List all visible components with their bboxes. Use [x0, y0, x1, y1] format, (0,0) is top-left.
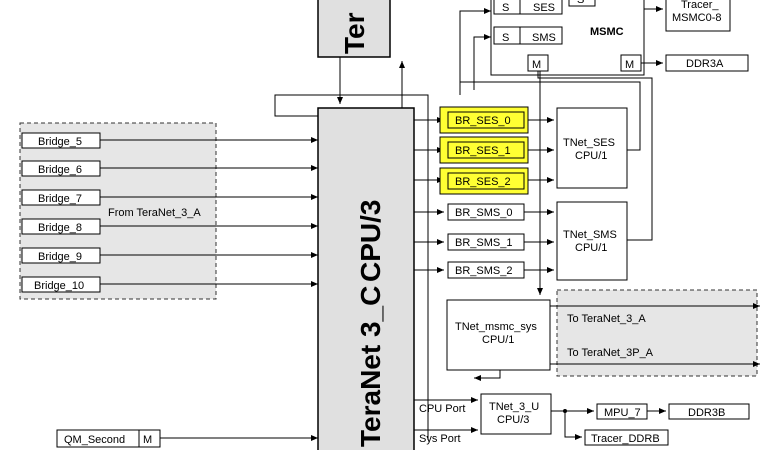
br-ses-1-box: BR_SES_1 [439, 136, 529, 164]
svg-text:Bridge_8: Bridge_8 [38, 222, 82, 234]
svg-text:QM_Second: QM_Second [64, 434, 125, 446]
cpu-port-label: CPU Port [419, 403, 465, 415]
svg-text:M: M [143, 434, 152, 446]
teranet-top-block: Ter [317, 0, 391, 58]
to-teranet-region: To TeraNet_3_A To TeraNet_3P_A [556, 289, 758, 377]
msmc-block: S SES S SMS S MSMC M M [490, 0, 645, 76]
tracer-ddrb-box: Tracer_DDRB [584, 429, 669, 446]
bridge-8: Bridge_8 [21, 218, 318, 235]
svg-text:S: S [502, 2, 509, 14]
svg-text:BR_SMS_1: BR_SMS_1 [455, 237, 512, 249]
svg-text:CPU/1: CPU/1 [575, 242, 607, 254]
svg-text:M: M [625, 59, 634, 71]
svg-text:SMS: SMS [532, 32, 556, 44]
teranet-top-label: Ter [339, 12, 370, 54]
svg-text:Tracer_: Tracer_ [681, 0, 719, 11]
svg-text:SES: SES [533, 2, 555, 14]
svg-text:BR_SMS_0: BR_SMS_0 [455, 207, 512, 219]
svg-text:TNet_SES: TNet_SES [563, 137, 615, 149]
svg-text:Bridge_7: Bridge_7 [38, 193, 82, 205]
from-teranet-3a-region: From TeraNet_3_A [19, 122, 217, 300]
tnet-3u-box: TNet_3_U CPU/3 [480, 393, 552, 435]
msmc-title: MSMC [590, 26, 624, 38]
svg-text:MSMC0-8: MSMC0-8 [672, 12, 722, 24]
svg-text:CPU/1: CPU/1 [482, 334, 514, 346]
svg-text:M: M [532, 59, 541, 71]
svg-text:TNet_msmc_sys: TNet_msmc_sys [455, 321, 537, 333]
svg-text:Tracer_DDRB: Tracer_DDRB [591, 433, 660, 445]
to-teranet-3pa-label: To TeraNet_3P_A [567, 347, 654, 359]
bridge-6: Bridge_6 [21, 160, 318, 177]
svg-text:DDR3B: DDR3B [688, 407, 725, 419]
svg-text:MPU_7: MPU_7 [604, 407, 641, 419]
svg-text:BR_SES_2: BR_SES_2 [455, 176, 511, 188]
qm-second-box: QM_Second M [56, 429, 161, 448]
mpu-7-box: MPU_7 [596, 403, 648, 420]
br-ses-2-box: BR_SES_2 [439, 167, 529, 195]
svg-text:TNet_3_U: TNet_3_U [489, 401, 539, 413]
to-teranet-3a-label: To TeraNet_3_A [567, 313, 646, 325]
ddr3a-box: DDR3A [665, 54, 749, 72]
svg-text:S: S [502, 32, 509, 44]
bridge-7: Bridge_7 [21, 189, 318, 206]
tnet-msmc-sys-box: TNet_msmc_sys CPU/1 [446, 299, 551, 371]
svg-text:BR_SMS_2: BR_SMS_2 [455, 265, 512, 277]
teranet-cpu3-label: CPU/3 [355, 200, 386, 282]
svg-text:BR_SES_0: BR_SES_0 [455, 115, 511, 127]
svg-text:CPU/1: CPU/1 [575, 150, 607, 162]
br-sms-0-box: BR_SMS_0 [447, 203, 525, 221]
svg-text:BR_SES_1: BR_SES_1 [455, 145, 511, 157]
teranet-3c-block: TeraNet 3_C CPU/3 [317, 107, 415, 450]
ddr3b-box: DDR3B [668, 403, 750, 420]
bridge-5: Bridge_5 [21, 132, 318, 149]
svg-text:Bridge_10: Bridge_10 [34, 280, 84, 292]
bridge-10: Bridge_10 [21, 276, 318, 293]
svg-text:TNet_SMS: TNet_SMS [563, 229, 617, 241]
svg-text:DDR3A: DDR3A [686, 58, 724, 70]
svg-text:Bridge_5: Bridge_5 [38, 136, 82, 148]
teranet-3c-label: TeraNet 3_C [355, 286, 386, 447]
tnet-sms-box: TNet_SMS CPU/1 [556, 201, 628, 281]
br-sms-1-box: BR_SMS_1 [447, 233, 525, 251]
tnet-ses-box: TNet_SES CPU/1 [556, 107, 628, 189]
from-teranet-3a-label: From TeraNet_3_A [108, 207, 201, 219]
bridge-9: Bridge_9 [21, 247, 318, 264]
sys-port-label: Sys Port [419, 433, 461, 445]
svg-text:Bridge_9: Bridge_9 [38, 251, 82, 263]
br-ses-0-box: BR_SES_0 [439, 106, 529, 134]
svg-text:CPU/3: CPU/3 [497, 414, 529, 426]
tracer-msmc-box: Tracer_ MSMC0-8 [665, 0, 731, 32]
svg-text:S: S [577, 0, 584, 6]
br-sms-2-box: BR_SMS_2 [447, 261, 525, 279]
svg-text:Bridge_6: Bridge_6 [38, 164, 82, 176]
